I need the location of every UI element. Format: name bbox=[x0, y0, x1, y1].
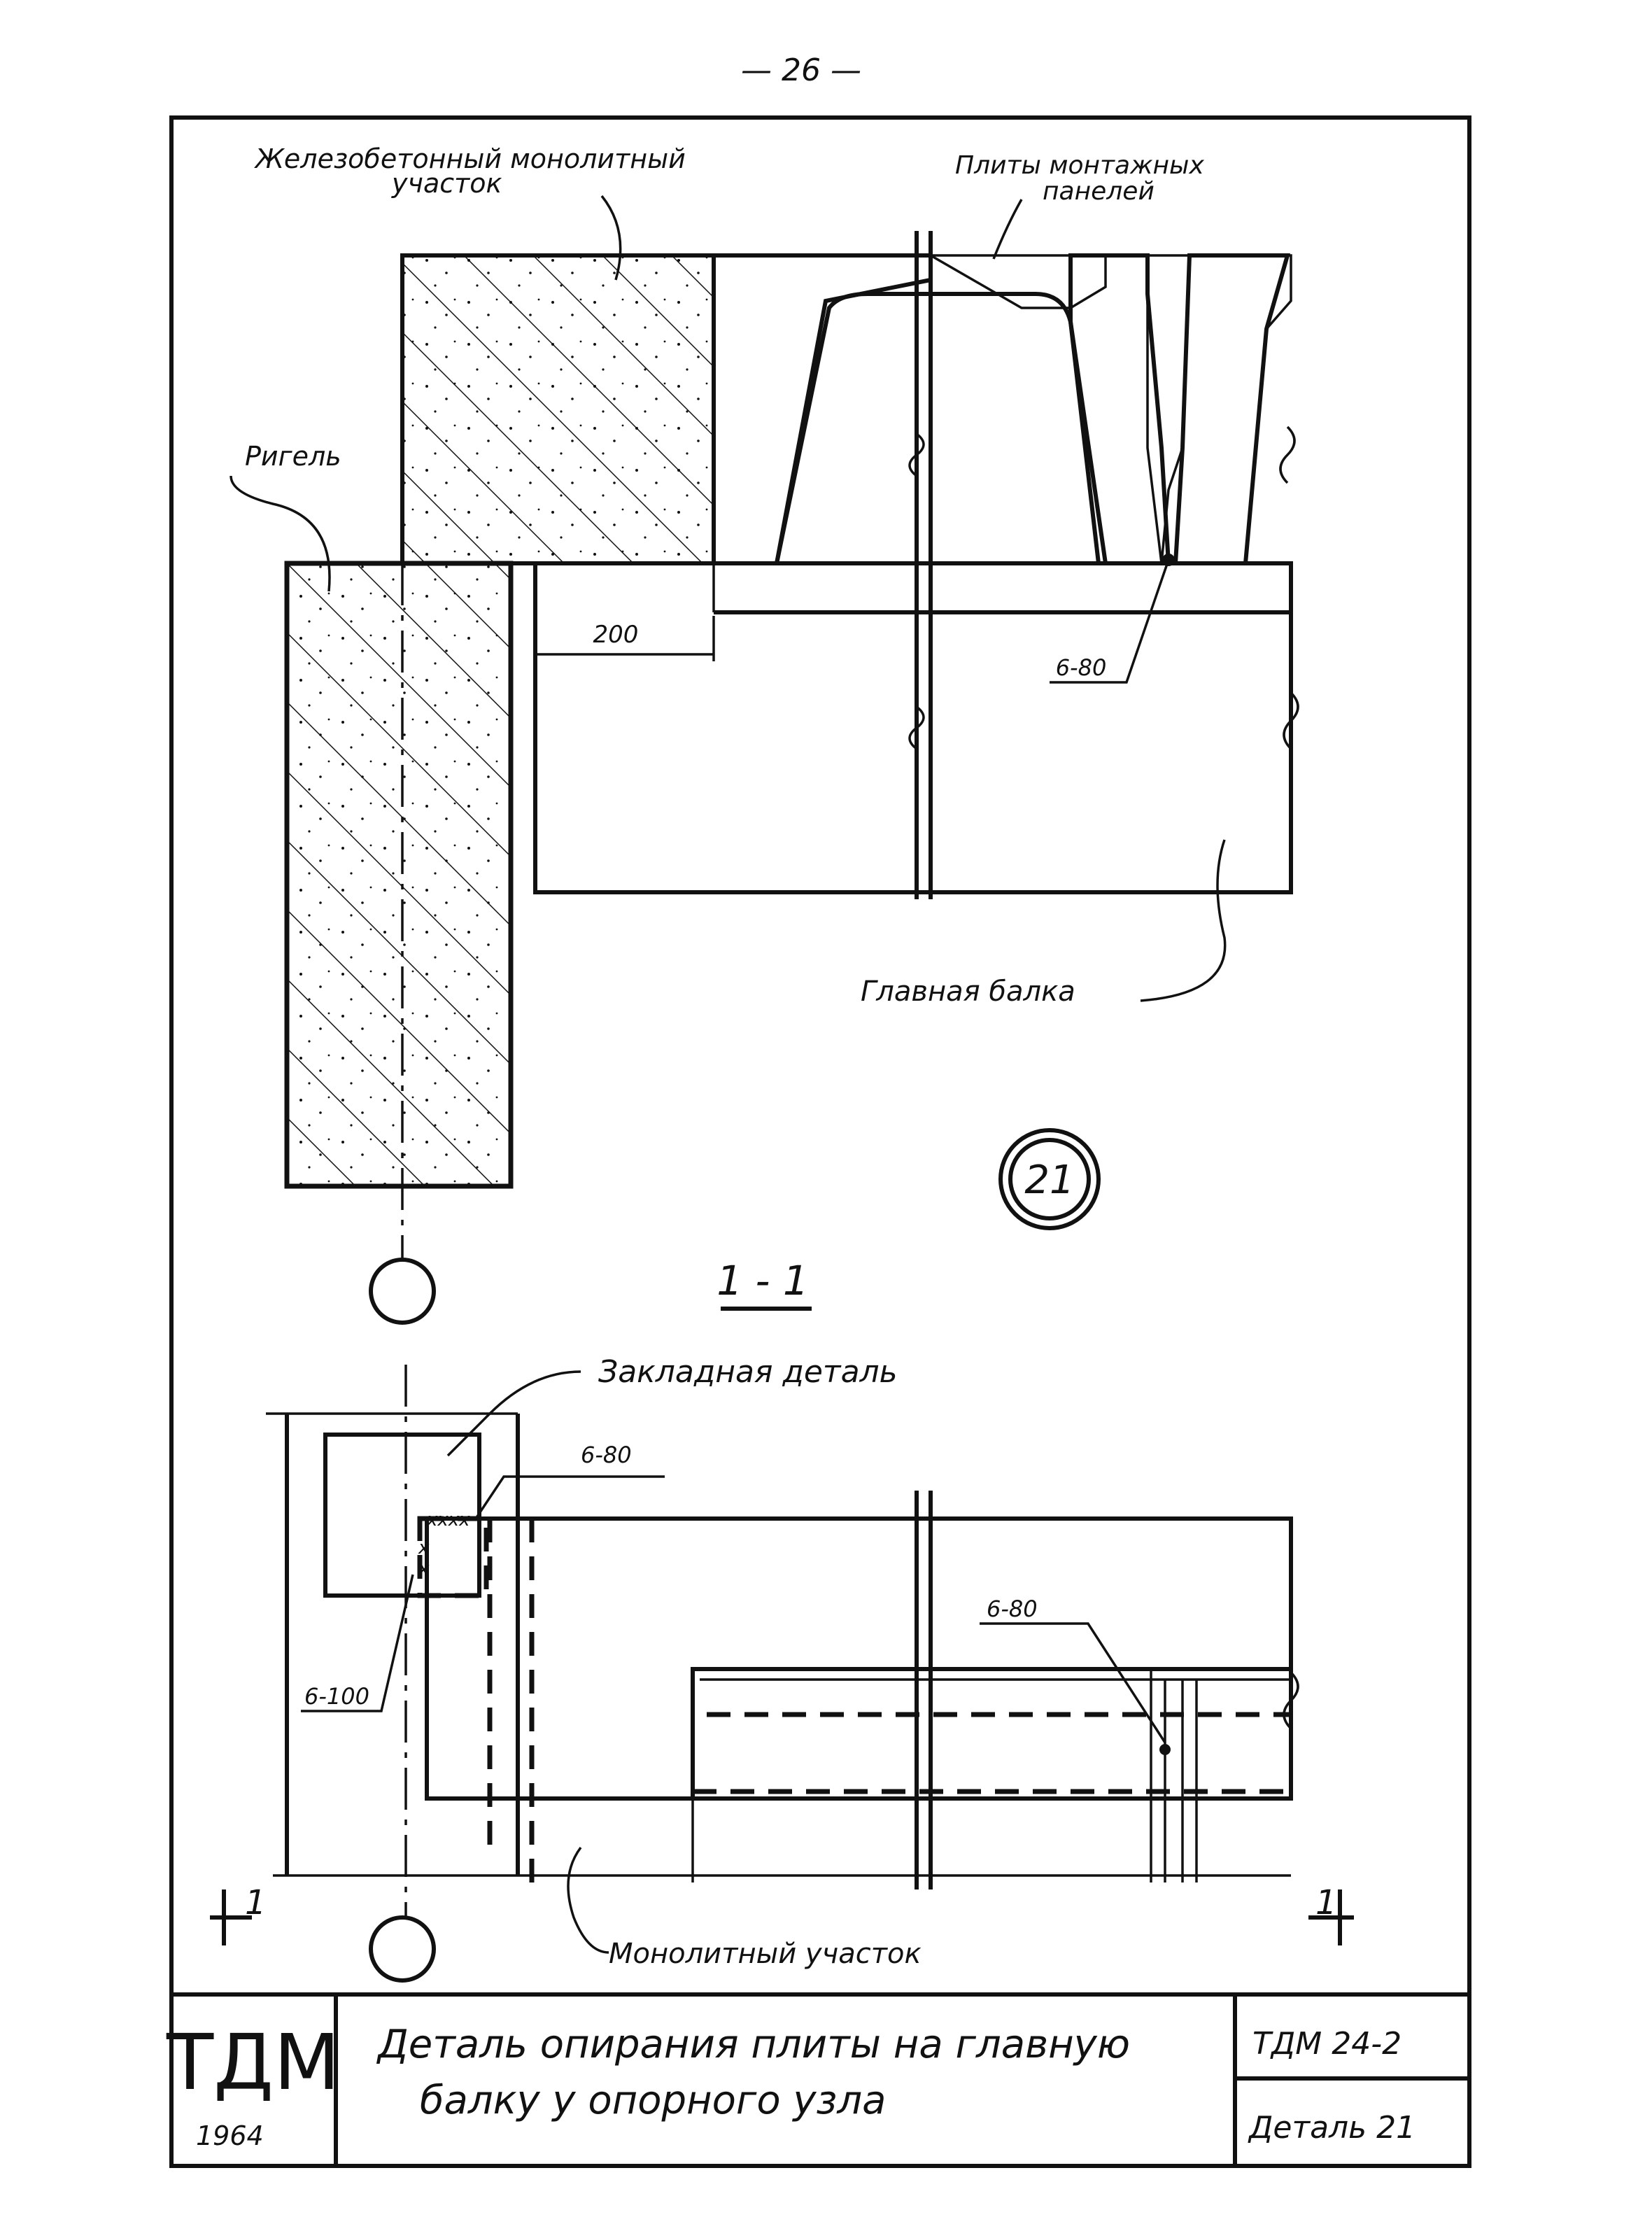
drawing-code: ТДМ 24-2 bbox=[1252, 2026, 1402, 2062]
label-panels-2: панелей bbox=[1043, 177, 1155, 206]
axis-bubble-upper bbox=[369, 1258, 436, 1325]
axis-bubble-lower bbox=[369, 1915, 436, 1983]
cut-mark-right: 1 bbox=[1315, 1883, 1337, 1922]
sheet-name: Деталь 21 bbox=[1248, 2110, 1416, 2146]
label-monolithic-1: Железобетонный монолитный bbox=[254, 143, 686, 174]
label-monolithic-section: Монолитный участок bbox=[609, 1938, 922, 1970]
title-line-2: балку у опорного узла bbox=[420, 2078, 886, 2123]
section-1-1: 1 - 1 xxxx x x bbox=[210, 1257, 1354, 1983]
svg-text:xxxx: xxxx bbox=[426, 1509, 470, 1530]
label-panels-1: Плиты монтажных bbox=[955, 151, 1204, 180]
detail-number: 21 bbox=[1024, 1157, 1074, 1203]
page-number: — 26 — bbox=[741, 52, 861, 88]
section-title: 1 - 1 bbox=[716, 1257, 809, 1304]
title-block: ТДМ 1964 Деталь опирания плиты на главну… bbox=[166, 1992, 1469, 2166]
slab-section bbox=[691, 1667, 1293, 1801]
org-stamp: ТДМ bbox=[166, 2018, 340, 2107]
sheet-frame bbox=[169, 115, 1471, 2168]
dim-200: 200 bbox=[593, 621, 639, 649]
weld-label-embed: 6-80 bbox=[581, 1442, 632, 1468]
title-line-1: Деталь опирания плиты на главную bbox=[376, 2022, 1130, 2067]
slab-void bbox=[774, 292, 1108, 565]
label-embedded-part: Закладная деталь bbox=[598, 1354, 898, 1390]
upper-detail: 200 6-80 Железобетонный монолитный участ… bbox=[230, 143, 1299, 1325]
detail-circle-outer bbox=[998, 1128, 1101, 1230]
weld-label-bottom: 6-80 bbox=[987, 1596, 1038, 1622]
cut-mark-left: 1 bbox=[245, 1883, 267, 1922]
svg-text:x: x bbox=[418, 1537, 430, 1558]
label-main-beam: Главная балка bbox=[861, 976, 1075, 1008]
year: 1964 bbox=[196, 2120, 264, 2151]
label-monolithic-2: участок bbox=[391, 168, 502, 199]
weld-label-top: 6-80 bbox=[1056, 654, 1107, 681]
svg-text:x: x bbox=[418, 1558, 430, 1579]
weld-label-side: 6-100 bbox=[304, 1683, 369, 1710]
beam-section bbox=[425, 1516, 1293, 1801]
label-rigel: Ригель bbox=[245, 441, 341, 472]
slab-rib-left bbox=[712, 253, 933, 565]
